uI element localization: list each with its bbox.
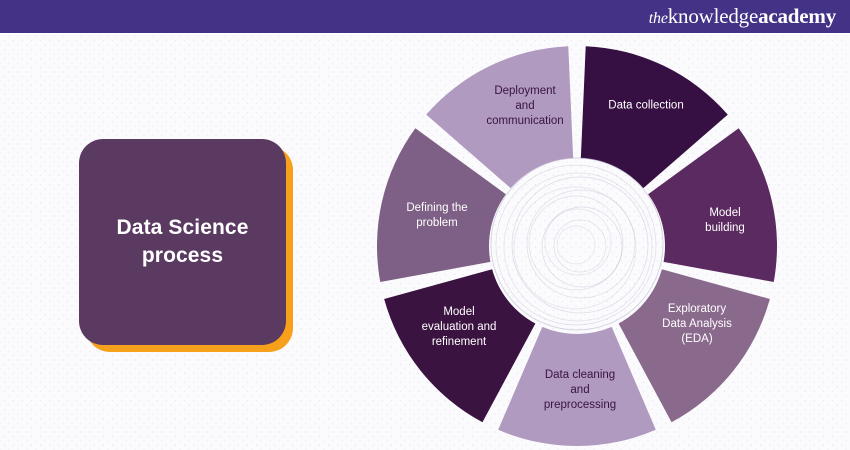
spiral-ring xyxy=(553,219,607,273)
donut-segment[interactable] xyxy=(618,269,770,423)
donut-segments xyxy=(376,46,778,447)
brand-logo: theknowledgeacademy xyxy=(649,6,836,27)
header-divider xyxy=(0,33,850,35)
spiral-ring xyxy=(513,186,637,310)
spiral-ring xyxy=(541,206,623,288)
donut-svg xyxy=(376,46,778,447)
center-spiral-decoration xyxy=(490,157,664,331)
header-banner: theknowledgeacademy xyxy=(0,0,850,33)
spiral-ring xyxy=(511,176,649,314)
title-card: Data Science process xyxy=(79,139,293,352)
donut-segment[interactable] xyxy=(498,326,656,447)
donut-segment[interactable] xyxy=(580,46,728,189)
spiral-ring xyxy=(544,208,612,276)
spiral-ring xyxy=(528,195,624,291)
title-card-body: Data Science process xyxy=(79,139,286,345)
logo-academy: academy xyxy=(758,4,836,28)
spiral-ring xyxy=(490,157,664,331)
donut-segment[interactable] xyxy=(648,128,778,282)
donut-segment[interactable] xyxy=(376,128,506,282)
spiral-ring xyxy=(526,189,636,299)
spiral-ring xyxy=(503,172,653,322)
title-card-label: Data Science process xyxy=(116,215,249,267)
donut-segment[interactable] xyxy=(426,46,574,189)
spiral-ring xyxy=(556,225,596,265)
donut-segment[interactable] xyxy=(384,269,536,423)
logo-the: the xyxy=(648,10,668,27)
spiral-ring xyxy=(495,164,657,326)
logo-knowledge: knowledge xyxy=(667,4,759,28)
